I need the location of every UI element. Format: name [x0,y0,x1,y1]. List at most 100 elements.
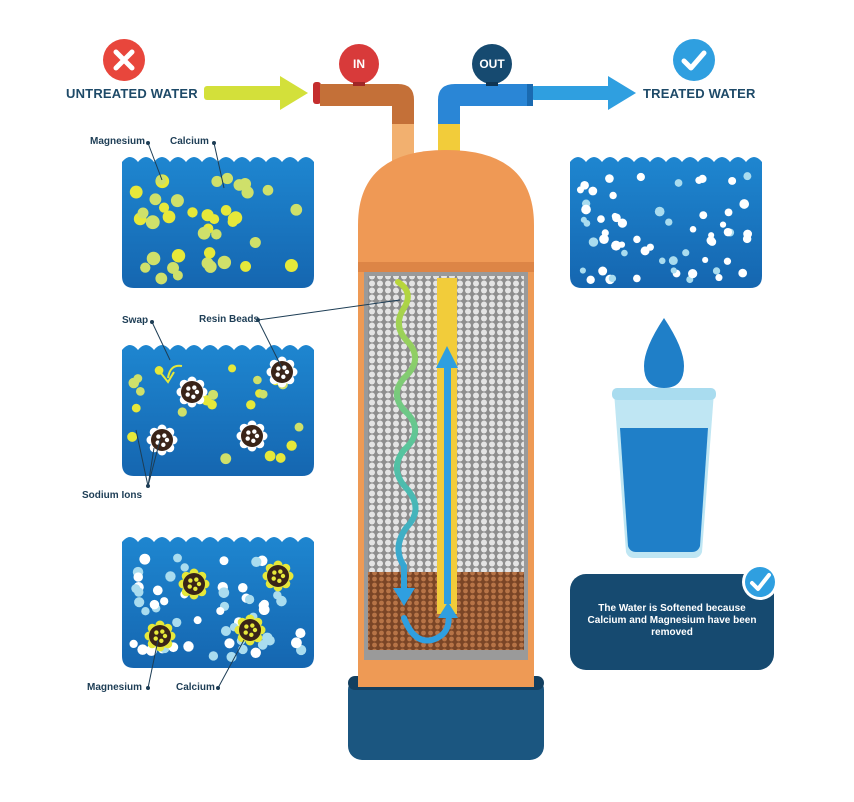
bead-ion [271,576,276,581]
sodium-ion [743,172,752,181]
bead-ion [249,632,254,638]
sodium-ion [739,199,750,209]
bead-ion [162,633,168,639]
bead-ion [252,429,257,434]
bead-ion [194,577,199,582]
sodium-ion [219,556,229,566]
sodium-ion [139,553,151,565]
sodium-ion [682,249,690,257]
sodium-ion [133,572,143,582]
hardness-ion [208,389,219,400]
out-badge [472,44,512,86]
hardness-ion [241,186,254,199]
top-magnesium-label: Magnesium [90,136,146,147]
bead-ion [193,586,198,592]
hardness-ion [140,262,151,273]
hardness-ion [233,179,246,191]
sodium-ion [605,174,614,183]
hardness-ion [149,193,162,206]
loaded-resin-bead [234,614,266,646]
result-note-text: The Water is Softened because Calcium an… [587,603,757,638]
hardness-ion [170,194,184,208]
leader-dots [146,141,260,690]
hardness-ion [172,270,183,281]
bead-ion [276,366,281,371]
sodium-ion [689,225,697,233]
hardness-ion [171,249,186,263]
hardness-ion [227,216,238,228]
resin-beads-label: Resin Beads [199,314,260,325]
sodium-ion [712,267,721,275]
sodium-ion [258,601,268,610]
hardness-ion [201,209,214,222]
result-check-icon [742,564,778,600]
sodium-ion [291,637,302,649]
sodium-ion [706,236,716,245]
outflow-tube [436,278,458,614]
hardness-ion [158,202,170,213]
sodium-ion [137,644,148,655]
bead-ion [244,624,249,629]
bead-ion [280,573,286,579]
hardness-ion [131,403,141,413]
hardness-ion [187,207,198,218]
treated-arrow [531,76,636,110]
sodium-ion [719,221,727,228]
bead-ion [243,630,248,635]
sodium-ion [238,582,248,593]
sodium-ion [141,607,150,616]
hardness-ion [155,174,167,186]
sodium-ion [129,639,138,649]
bead-ion [162,433,167,438]
hardness-ion [197,226,211,240]
sodium-ion [723,227,733,237]
sodium-ion [636,172,645,182]
bead-ion [156,434,161,439]
inflow-path [393,279,419,606]
sodium-ion [724,208,733,217]
loaded-resin-bead [262,560,294,592]
bead-ion [159,638,164,644]
sodium-ion [668,256,678,266]
hardness-ion [203,247,216,259]
resin-bead [266,356,298,388]
treated-check-icon [673,39,715,81]
resin-bead [146,424,178,456]
sodium-ion [581,204,591,215]
hardness-ion [162,210,176,224]
bead-ion [252,627,258,633]
bead-ion [275,372,280,377]
resin-bead [176,376,208,408]
hardness-ion [264,450,276,462]
resin-bead [236,420,268,452]
hardness-ion [204,260,217,273]
bead-ion [186,386,191,391]
sodium-ion [216,606,225,616]
sodium-ion [183,641,194,652]
bead-core [151,429,173,451]
hardness-ion [258,389,268,399]
sodium-ion [244,594,255,605]
sodium-ion [588,186,598,196]
sodium-ion [612,213,621,223]
sodium-ion [583,220,591,227]
hardness-ion [127,431,138,442]
water-drop-icon [644,318,684,388]
treated-water-label: TREATED WATER [643,86,756,101]
sodium-ion [261,632,273,644]
bead-core [241,425,263,447]
bead-ion [185,392,190,397]
sodium-ion [250,647,261,658]
out-badge-label: OUT [479,57,505,71]
sodium-ion [220,625,231,637]
sodium-ion [688,269,698,279]
untreated-arrow [204,76,308,110]
bead-ion [284,369,290,375]
hardness-ion [146,251,161,266]
ions-middle-group [127,356,304,465]
sodium-ion [579,267,586,274]
sodium-ion [576,186,584,194]
sodium-ion [743,229,753,239]
sodium-ion [134,587,144,597]
